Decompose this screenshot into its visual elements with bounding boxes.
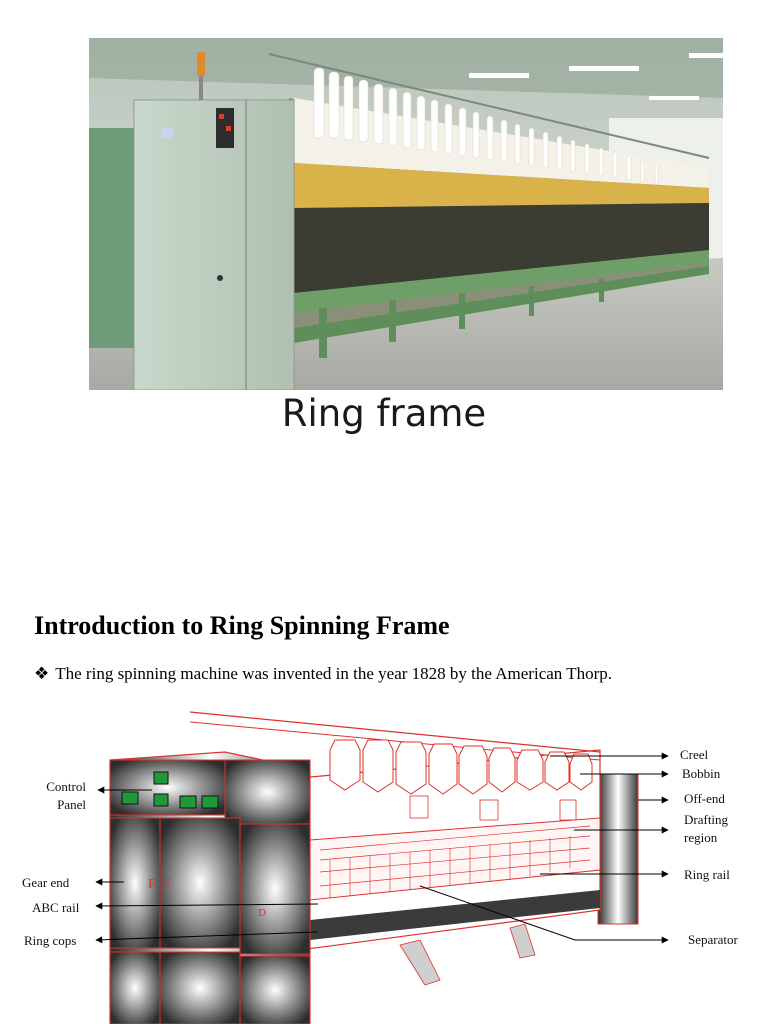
ring-frame-photo	[89, 38, 723, 390]
diamond-bullet-icon: ❖	[34, 664, 50, 683]
label-control-panel-line2: Panel	[57, 797, 86, 812]
panel-mark-f1: F	[148, 877, 156, 892]
bullet-item: ❖ The ring spinning machine was invented …	[34, 664, 612, 684]
label-control-panel-line1: Control	[46, 779, 86, 794]
panel-mark-d: D	[258, 907, 266, 919]
abc-rail-arrow	[95, 902, 319, 910]
separator-arrow	[419, 885, 669, 944]
bullet-text: The ring spinning machine was invented i…	[55, 664, 613, 683]
label-off-end: Off-end	[684, 791, 725, 806]
ring-cops-arrow	[95, 931, 319, 944]
label-drafting-line2: region	[684, 830, 718, 845]
label-ring-rail: Ring rail	[684, 867, 730, 882]
label-gear-end: Gear end	[22, 875, 70, 890]
ring-frame-diagram-svg: F F D	[95, 711, 669, 1024]
ring-frame-diagram: F F D Control Panel Gear end ABC rail Ri…	[0, 700, 768, 1024]
label-abc-rail: ABC rail	[32, 900, 80, 915]
section-heading: Introduction to Ring Spinning Frame	[34, 611, 450, 640]
label-separator: Separator	[688, 932, 738, 947]
label-bobbin: Bobbin	[682, 766, 721, 781]
panel-mark-f2: F	[163, 877, 171, 892]
label-ring-cops: Ring cops	[24, 933, 77, 948]
label-control-panel: Control Panel	[28, 778, 86, 814]
label-creel: Creel	[680, 747, 709, 762]
label-drafting-line1: Drafting	[684, 812, 729, 827]
ring-frame-illustration	[89, 38, 723, 390]
photo-caption: Ring frame	[281, 392, 487, 435]
label-drafting-region: Drafting region	[684, 811, 728, 847]
